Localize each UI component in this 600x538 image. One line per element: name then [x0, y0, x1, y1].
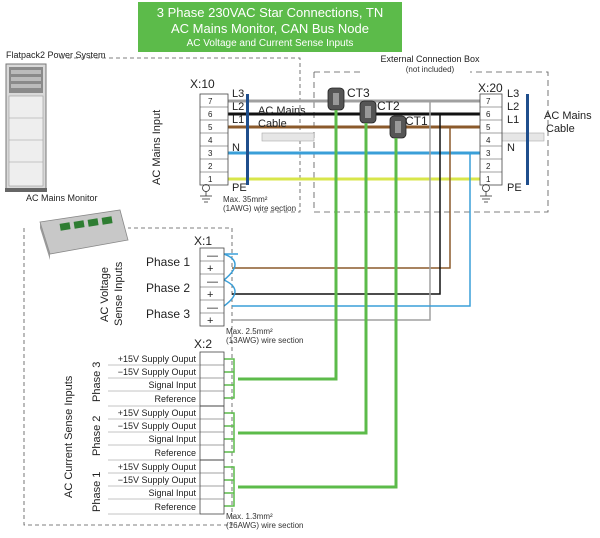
- terminal-block-x20: X:20 7 6 5 4 3 2 1 L3 L2 L1 N PE AC Main…: [478, 81, 592, 203]
- x1-minus: —: [207, 302, 218, 314]
- x2-row-label: −15V Supply Ouput: [118, 421, 197, 431]
- x10-cable-label-2: Cable: [258, 118, 287, 130]
- voltage-sense-wires: [223, 101, 471, 321]
- ac-mains-monitor-device: [39, 209, 129, 260]
- x1-side-label-1: AC Voltage: [99, 267, 111, 322]
- terminal-block-x2: X:2 +15V Supply Ouput −15V Supply Ouput …: [63, 337, 304, 530]
- x10-wire-spec-1: Max. 35mm²: [223, 195, 268, 204]
- x2-phase-label: Phase 2: [91, 416, 103, 456]
- x10-n-label: N: [232, 142, 240, 154]
- x10-terminal: 7: [208, 97, 213, 106]
- ct3-label: CT3: [347, 86, 370, 100]
- x20-label: X:20: [478, 81, 503, 95]
- x1-wire-spec-2: (13AWG) wire section: [226, 336, 304, 345]
- x1-plus: +: [207, 289, 213, 301]
- x2-row-label: +15V Supply Ouput: [118, 354, 197, 364]
- x1-minus: —: [207, 250, 218, 262]
- x1-phase-label: Phase 1: [146, 255, 190, 269]
- external-connection-box: External Connection Box (not included): [313, 54, 549, 213]
- power-system-cabinet: [5, 63, 47, 192]
- x10-terminal: 5: [208, 123, 213, 132]
- x10-terminal: 1: [208, 175, 213, 184]
- x1-side-label-2: Sense Inputs: [113, 261, 125, 326]
- ground-icon: [480, 184, 492, 203]
- x10-pe-label: PE: [232, 182, 247, 194]
- x20-l2-label: L2: [507, 101, 519, 113]
- x10-terminal: 4: [208, 136, 213, 145]
- x2-row-label: Reference: [154, 448, 196, 458]
- x10-cable-label-1: AC Mains: [258, 105, 306, 117]
- ct1-sensor: CT1: [389, 114, 428, 139]
- x20-cable-label-2: Cable: [546, 123, 575, 135]
- x1-phase-label: Phase 3: [146, 307, 190, 321]
- x2-label: X:2: [194, 337, 212, 351]
- ct3-sensor: CT3: [327, 86, 370, 111]
- x2-phase-label: Phase 1: [91, 472, 103, 512]
- header-banner: 3 Phase 230VAC Star Connections, TN AC M…: [138, 2, 402, 52]
- x2-row-label: −15V Supply Ouput: [118, 475, 197, 485]
- x20-cable-label-1: AC Mains: [544, 110, 592, 122]
- header-line-3: AC Voltage and Current Sense Inputs: [187, 38, 354, 49]
- x2-row-label: Reference: [154, 394, 196, 404]
- x10-l1-label: L1: [232, 114, 244, 126]
- x2-side-label: AC Current Sense Inputs: [63, 375, 75, 498]
- ct-signal-wires: [238, 110, 398, 489]
- x20-l3-label: L3: [507, 88, 519, 100]
- current-transformers: CT3 CT2 CT1: [327, 86, 428, 139]
- ct-terminal-combs: [224, 358, 235, 507]
- x20-terminal: 2: [486, 162, 491, 171]
- mains-conductors: [228, 99, 545, 181]
- ground-icon: [200, 184, 212, 203]
- x10-wire-spec-2: (1AWG) wire section: [223, 204, 296, 213]
- x10-side-label: AC Mains Input: [151, 110, 163, 185]
- header-line-1: 3 Phase 230VAC Star Connections, TN: [157, 5, 383, 20]
- x2-wire-spec-1: Max. 1.3mm²: [226, 512, 273, 521]
- x2-wire-spec-2: (16AWG) wire section: [226, 521, 304, 530]
- monitor-label: AC Mains Monitor: [26, 193, 98, 203]
- ct1-label: CT1: [405, 114, 428, 128]
- x2-row-label: Signal Input: [148, 488, 196, 498]
- x1-label: X:1: [194, 234, 212, 248]
- x10-label: X:10: [190, 77, 215, 91]
- x1-plus: +: [207, 263, 213, 275]
- x10-terminal: 3: [208, 149, 213, 158]
- x1-wire-spec-1: Max. 2.5mm²: [226, 327, 273, 336]
- x1-minus: —: [207, 276, 218, 288]
- external-box-subtitle: (not included): [406, 65, 455, 74]
- x10-l2-label: L2: [232, 101, 244, 113]
- x2-row-label: +15V Supply Ouput: [118, 462, 197, 472]
- x2-row-label: +15V Supply Ouput: [118, 408, 197, 418]
- x2-row-label: −15V Supply Ouput: [118, 367, 197, 377]
- x10-terminal: 2: [208, 162, 213, 171]
- terminal-block-x10: X:10 7 6 5 4 3 2 1 L3 L2 L1 N PE AC Main…: [151, 77, 306, 213]
- x20-terminal: 5: [486, 123, 491, 132]
- x1-plus: +: [207, 315, 213, 327]
- x2-phase-label: Phase 3: [91, 362, 103, 402]
- x20-terminal: 4: [486, 136, 491, 145]
- ct2-sensor: CT2: [359, 99, 400, 124]
- x20-terminal: 3: [486, 149, 491, 158]
- x10-terminal: 6: [208, 110, 213, 119]
- x2-row-label: Reference: [154, 502, 196, 512]
- x20-terminal: 7: [486, 97, 491, 106]
- x10-l3-label: L3: [232, 88, 244, 100]
- external-box-title: External Connection Box: [380, 54, 480, 64]
- x20-terminal: 6: [486, 110, 491, 119]
- x2-row-label: Signal Input: [148, 434, 196, 444]
- ct2-label: CT2: [377, 99, 400, 113]
- terminal-block-x1: X:1 — + — + — + Phase 1 Phase 2 Phase 3 …: [99, 234, 304, 345]
- x20-l1-label: L1: [507, 114, 519, 126]
- x20-terminal: 1: [486, 175, 491, 184]
- x20-n-label: N: [507, 142, 515, 154]
- monitor-enclosure-outline: [23, 227, 233, 526]
- x1-phase-label: Phase 2: [146, 281, 190, 295]
- power-system-label: Flatpack2 Power System: [6, 50, 106, 60]
- x2-row-label: Signal Input: [148, 380, 196, 390]
- header-line-2: AC Mains Monitor, CAN Bus Node: [171, 21, 369, 36]
- x20-pe-label: PE: [507, 182, 522, 194]
